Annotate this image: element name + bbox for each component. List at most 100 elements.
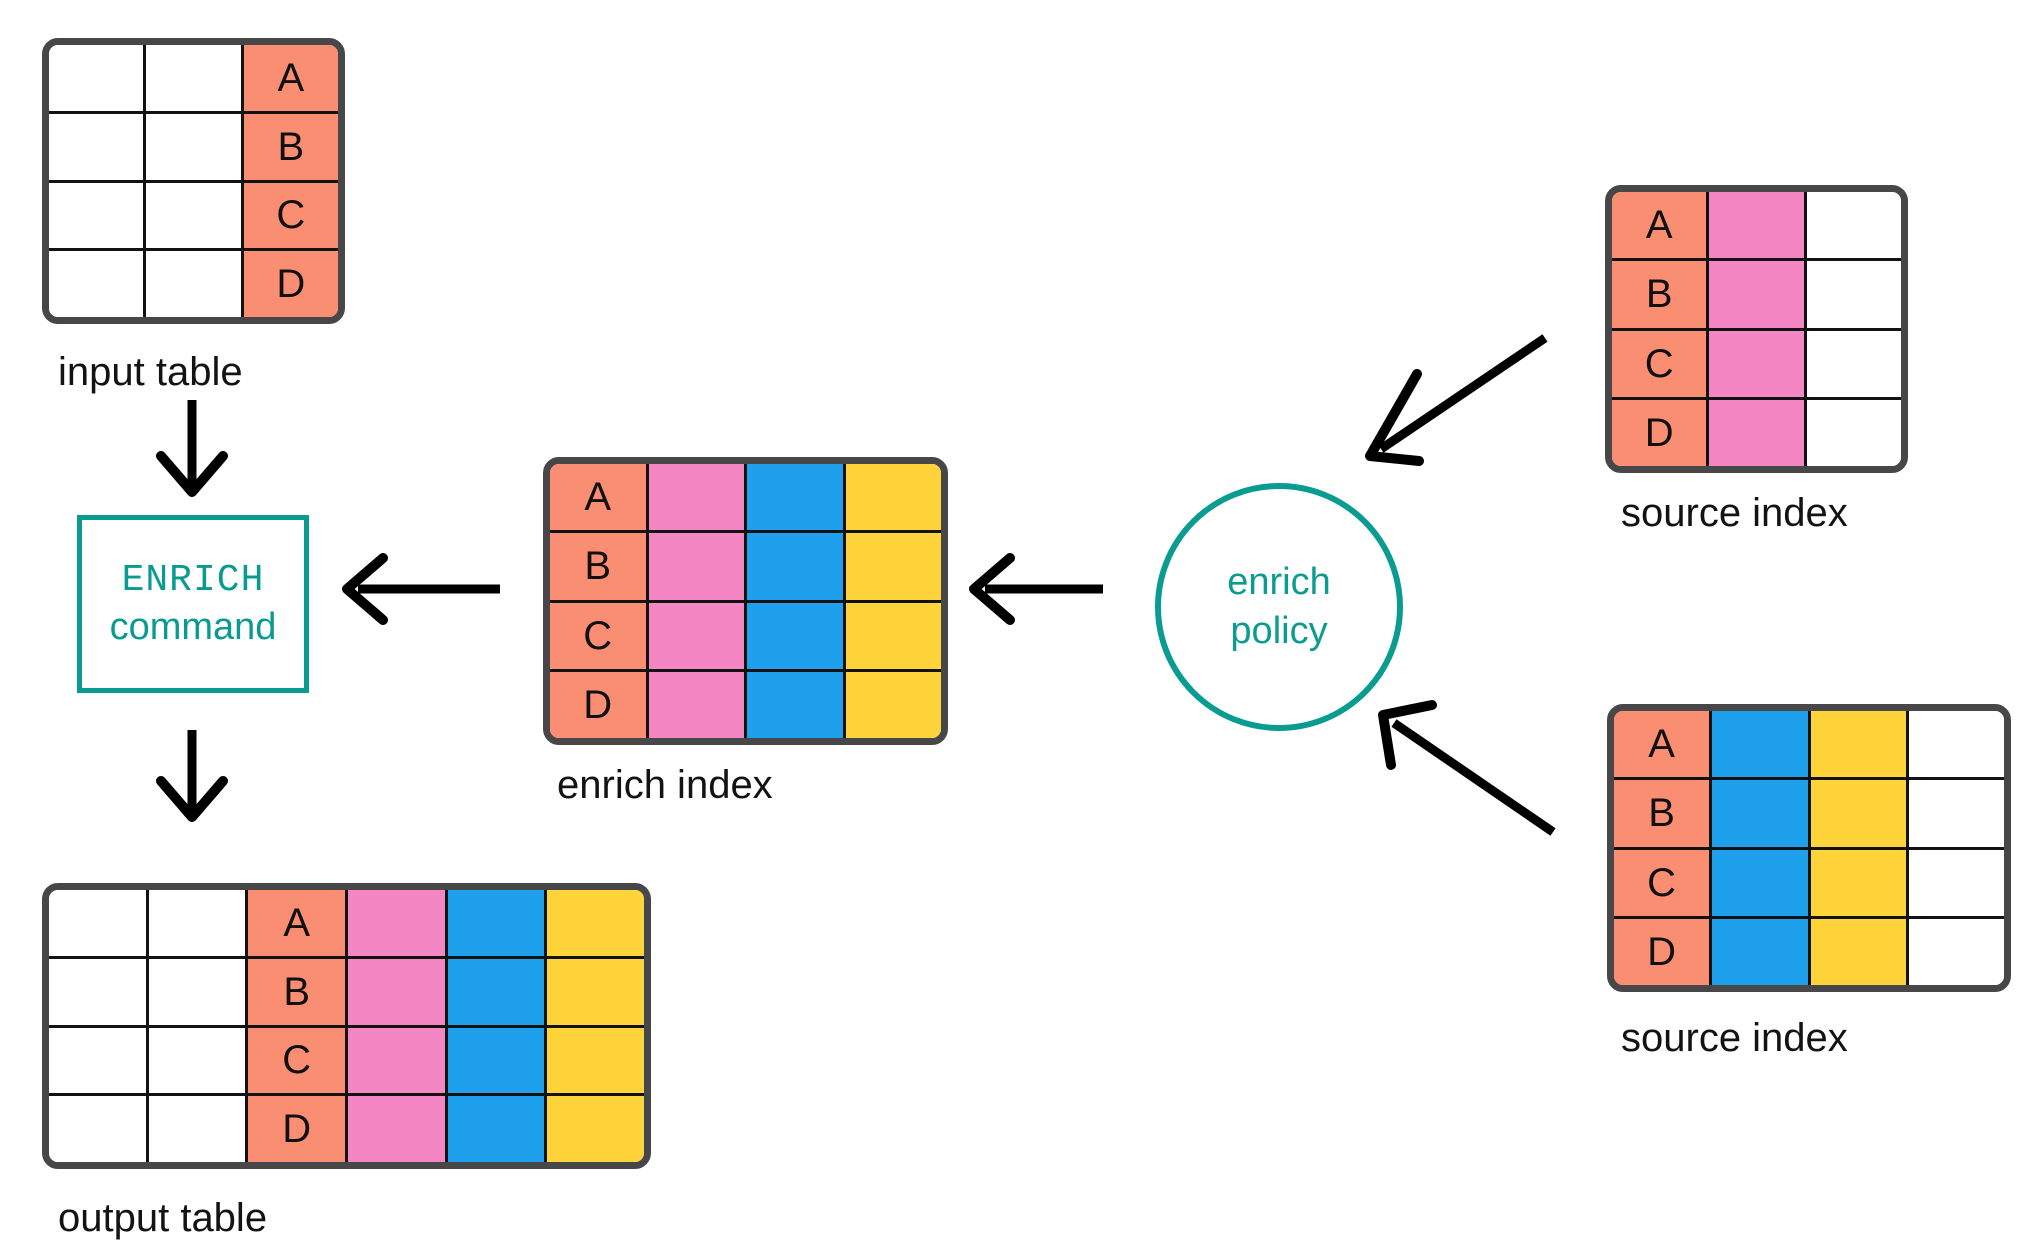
source-index-bottom-table: A B C D — [1607, 704, 2011, 992]
table-cell-key: B — [1614, 780, 1710, 847]
table-cell-key: B — [550, 533, 646, 600]
table-cell-key: D — [245, 1096, 346, 1162]
table-cell — [842, 464, 941, 531]
table-cell — [544, 1027, 644, 1094]
table-cell — [842, 533, 941, 600]
table-row: B — [49, 955, 644, 1025]
input-table-caption: input table — [58, 350, 243, 394]
table-cell — [145, 1027, 246, 1094]
table-cell — [842, 602, 941, 669]
table-cell-key: A — [1612, 192, 1707, 259]
enrich-command-keyword: ENRICH — [121, 558, 265, 602]
table-cell-key: A — [1614, 711, 1710, 778]
table-cell — [1709, 849, 1808, 916]
table-cell-key: D — [550, 671, 646, 738]
output-table-caption: output table — [58, 1196, 268, 1240]
table-row: B — [1612, 258, 1901, 328]
table-cell — [645, 671, 744, 738]
table-row: A — [49, 890, 644, 956]
table-cell — [1706, 192, 1804, 259]
table-cell-key: D — [1612, 399, 1707, 466]
table-row: D — [1614, 915, 2004, 985]
table-cell-key: A — [245, 890, 346, 956]
table-cell — [145, 1096, 246, 1162]
table-cell — [1803, 261, 1901, 328]
table-cell-key: C — [245, 1027, 346, 1094]
table-cell — [444, 1027, 545, 1094]
table-row: B — [49, 110, 338, 180]
table-cell — [49, 890, 146, 956]
table-row: C — [49, 1024, 644, 1094]
table-row: A — [1614, 711, 2004, 778]
table-cell — [49, 113, 144, 180]
arrow-source-index-bottom-to-enrich-policy — [1378, 700, 1556, 836]
table-cell — [1803, 399, 1901, 466]
table-cell — [1905, 918, 2004, 985]
table-cell — [1807, 780, 1906, 847]
table-cell — [143, 182, 241, 249]
table-cell — [345, 958, 445, 1025]
table-cell-key: B — [1612, 261, 1707, 328]
table-cell — [143, 251, 241, 317]
output-table: A B C D — [42, 883, 651, 1169]
table-row: C — [550, 599, 941, 669]
table-cell — [645, 602, 744, 669]
table-cell — [544, 958, 644, 1025]
table-cell — [1706, 261, 1804, 328]
table-cell-key: C — [240, 182, 338, 249]
enrich-index-caption: enrich index — [557, 763, 773, 807]
table-row: B — [550, 530, 941, 600]
arrow-source-index-top-to-enrich-policy — [1365, 334, 1548, 466]
table-cell — [1905, 711, 2004, 778]
table-cell — [1807, 849, 1906, 916]
table-cell-key: C — [550, 602, 646, 669]
table-cell — [345, 1096, 445, 1162]
table-cell — [49, 251, 144, 317]
table-cell — [842, 671, 941, 738]
table-cell — [1807, 918, 1906, 985]
arrow-input-table-to-enrich-command — [156, 400, 228, 497]
table-row: D — [550, 668, 941, 738]
table-row: B — [1614, 777, 2004, 847]
table-cell — [49, 45, 144, 111]
table-cell — [645, 533, 744, 600]
table-cell — [444, 890, 545, 956]
arrow-enrich-index-to-enrich-command — [342, 553, 500, 625]
table-cell — [1709, 711, 1808, 778]
table-cell — [1905, 849, 2004, 916]
table-cell — [744, 464, 843, 531]
table-cell — [49, 958, 146, 1025]
table-row: A — [550, 464, 941, 531]
table-cell — [143, 113, 241, 180]
arrow-enrich-policy-to-enrich-index — [969, 553, 1103, 625]
table-cell — [744, 533, 843, 600]
table-row: D — [1612, 396, 1901, 466]
table-row: C — [49, 179, 338, 249]
input-table: A B C D — [42, 38, 345, 324]
enrich-policy-line1: enrich — [1227, 560, 1331, 603]
table-row: D — [49, 248, 338, 317]
enrich-command-box[interactable]: ENRICH command — [77, 515, 309, 693]
table-cell-key: B — [245, 958, 346, 1025]
arrow-enrich-command-to-output-table — [156, 730, 228, 822]
table-cell — [145, 890, 246, 956]
table-row: A — [49, 45, 338, 111]
table-cell — [143, 45, 241, 111]
table-cell-key: A — [240, 45, 338, 111]
table-cell — [744, 602, 843, 669]
source-index-bottom-caption: source index — [1621, 1016, 1848, 1060]
table-cell — [345, 890, 445, 956]
table-cell — [444, 958, 545, 1025]
table-cell-key: C — [1614, 849, 1710, 916]
table-cell — [1905, 780, 2004, 847]
table-row: A — [1612, 192, 1901, 259]
table-cell — [544, 1096, 644, 1162]
table-cell — [1706, 399, 1804, 466]
table-cell-key: D — [1614, 918, 1710, 985]
enrich-policy-circle[interactable]: enrich policy — [1155, 483, 1403, 731]
table-cell-key: B — [240, 113, 338, 180]
table-cell — [544, 890, 644, 956]
table-cell — [645, 464, 744, 531]
source-index-top-caption: source index — [1621, 491, 1848, 535]
